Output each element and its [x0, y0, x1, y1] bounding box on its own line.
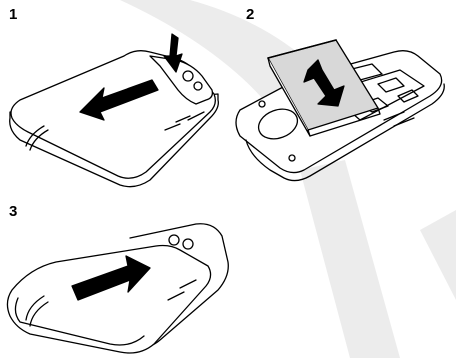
step-1-phone — [10, 34, 219, 187]
step-2-phone — [236, 40, 444, 181]
step-3-phone — [7, 224, 228, 353]
